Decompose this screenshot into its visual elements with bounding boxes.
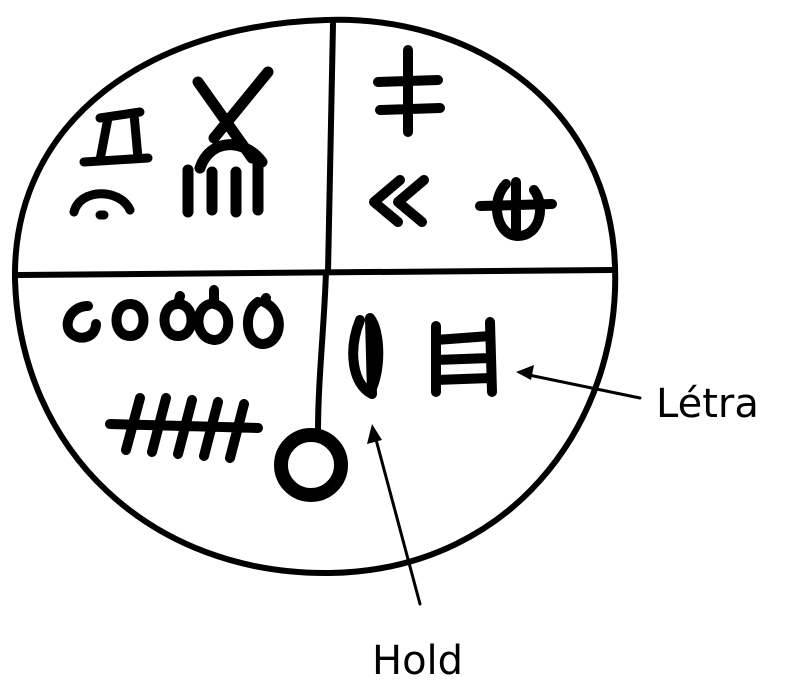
arrow-hold [367,424,420,604]
glyph-group-top-right [374,50,552,236]
glyph-double-chevron [374,180,424,222]
arrow-letra [516,365,640,398]
glyph-double-cross [378,50,440,132]
glyph-group-bottom-left [68,290,279,458]
glyph-stave-ticks [110,398,258,458]
pendulum-line [318,272,326,432]
glyph-trapezoid-mark [74,112,148,215]
glyph-half-moon [353,318,378,394]
label-hold: Hold [372,641,463,681]
label-letra: Létra [656,384,759,424]
pendulum-ring [281,435,341,495]
glyph-circle-cross [480,182,552,236]
glyph-circles-row [68,290,279,344]
glyph-group-bottom-right [353,318,492,394]
glyph-x-comb [188,72,268,212]
glyph-ladder [436,322,492,392]
vertical-divider [328,24,333,272]
horizontal-divider [18,270,612,275]
